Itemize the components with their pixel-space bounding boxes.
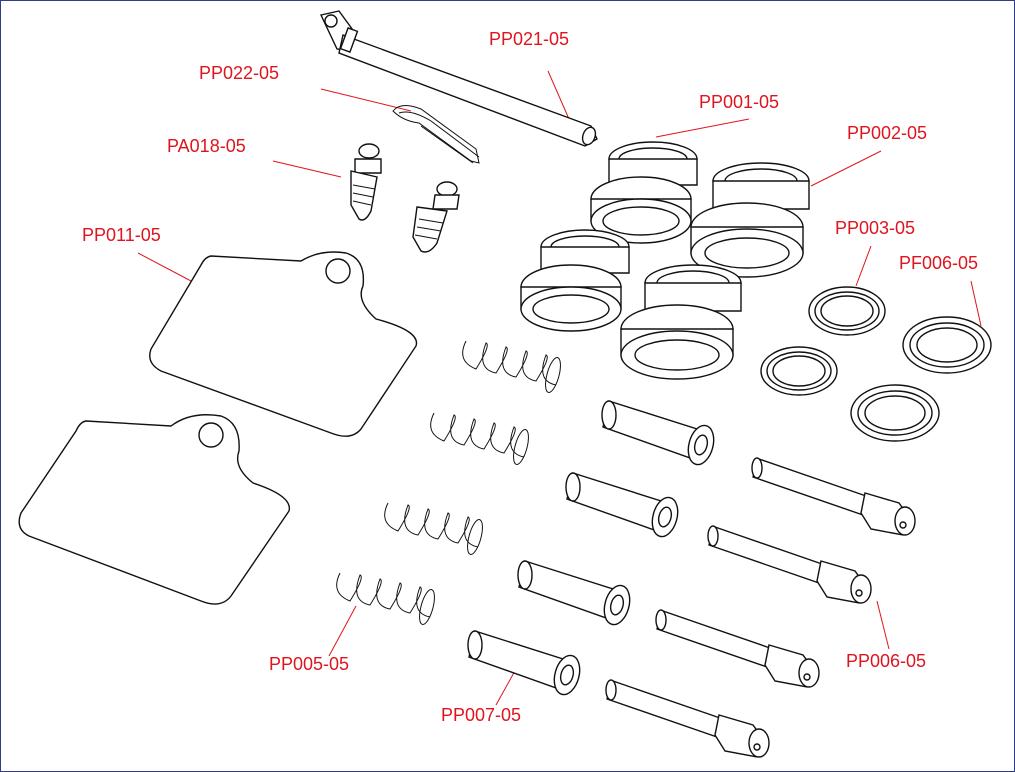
sleeves-pp007 xyxy=(467,400,715,696)
label-pp011: PP011-05 xyxy=(82,225,161,245)
label-pp006: PP006-05 xyxy=(846,651,927,671)
leader-pp005 xyxy=(328,605,357,657)
leader-pp002 xyxy=(810,150,882,187)
label-pp003: PP003-05 xyxy=(835,218,916,238)
leader-pf006 xyxy=(970,280,982,327)
leader-pp021 xyxy=(547,70,570,120)
label-pp007: PP007-05 xyxy=(441,705,522,725)
label-pf006: PF006-05 xyxy=(899,253,979,273)
seals-pp003-pf006 xyxy=(760,286,992,442)
leader-pp006 xyxy=(876,600,890,650)
label-pp021: PP021-05 xyxy=(489,29,570,49)
leader-pa018 xyxy=(272,160,342,178)
label-pa018: PA018-05 xyxy=(167,136,246,156)
leader-lines xyxy=(137,70,982,706)
leader-pp022 xyxy=(320,88,412,112)
leader-pp011 xyxy=(137,252,192,282)
leader-pp003 xyxy=(855,245,872,287)
pads-pp011 xyxy=(18,251,418,605)
leader-pp007 xyxy=(495,668,517,706)
leader-pp001 xyxy=(655,118,750,138)
bleed-screws-pa018 xyxy=(350,143,460,253)
label-pp002: PP002-05 xyxy=(847,123,928,143)
label-pp001: PP001-05 xyxy=(699,92,780,112)
pin-pp021 xyxy=(319,10,598,147)
bolts-pp006 xyxy=(605,457,916,758)
springs-pp005 xyxy=(336,340,561,625)
label-pp022: PP022-05 xyxy=(199,63,280,83)
label-pp005: PP005-05 xyxy=(269,654,350,674)
clip-pp022 xyxy=(392,105,480,164)
pistons-pp001-pp002 xyxy=(520,141,810,380)
